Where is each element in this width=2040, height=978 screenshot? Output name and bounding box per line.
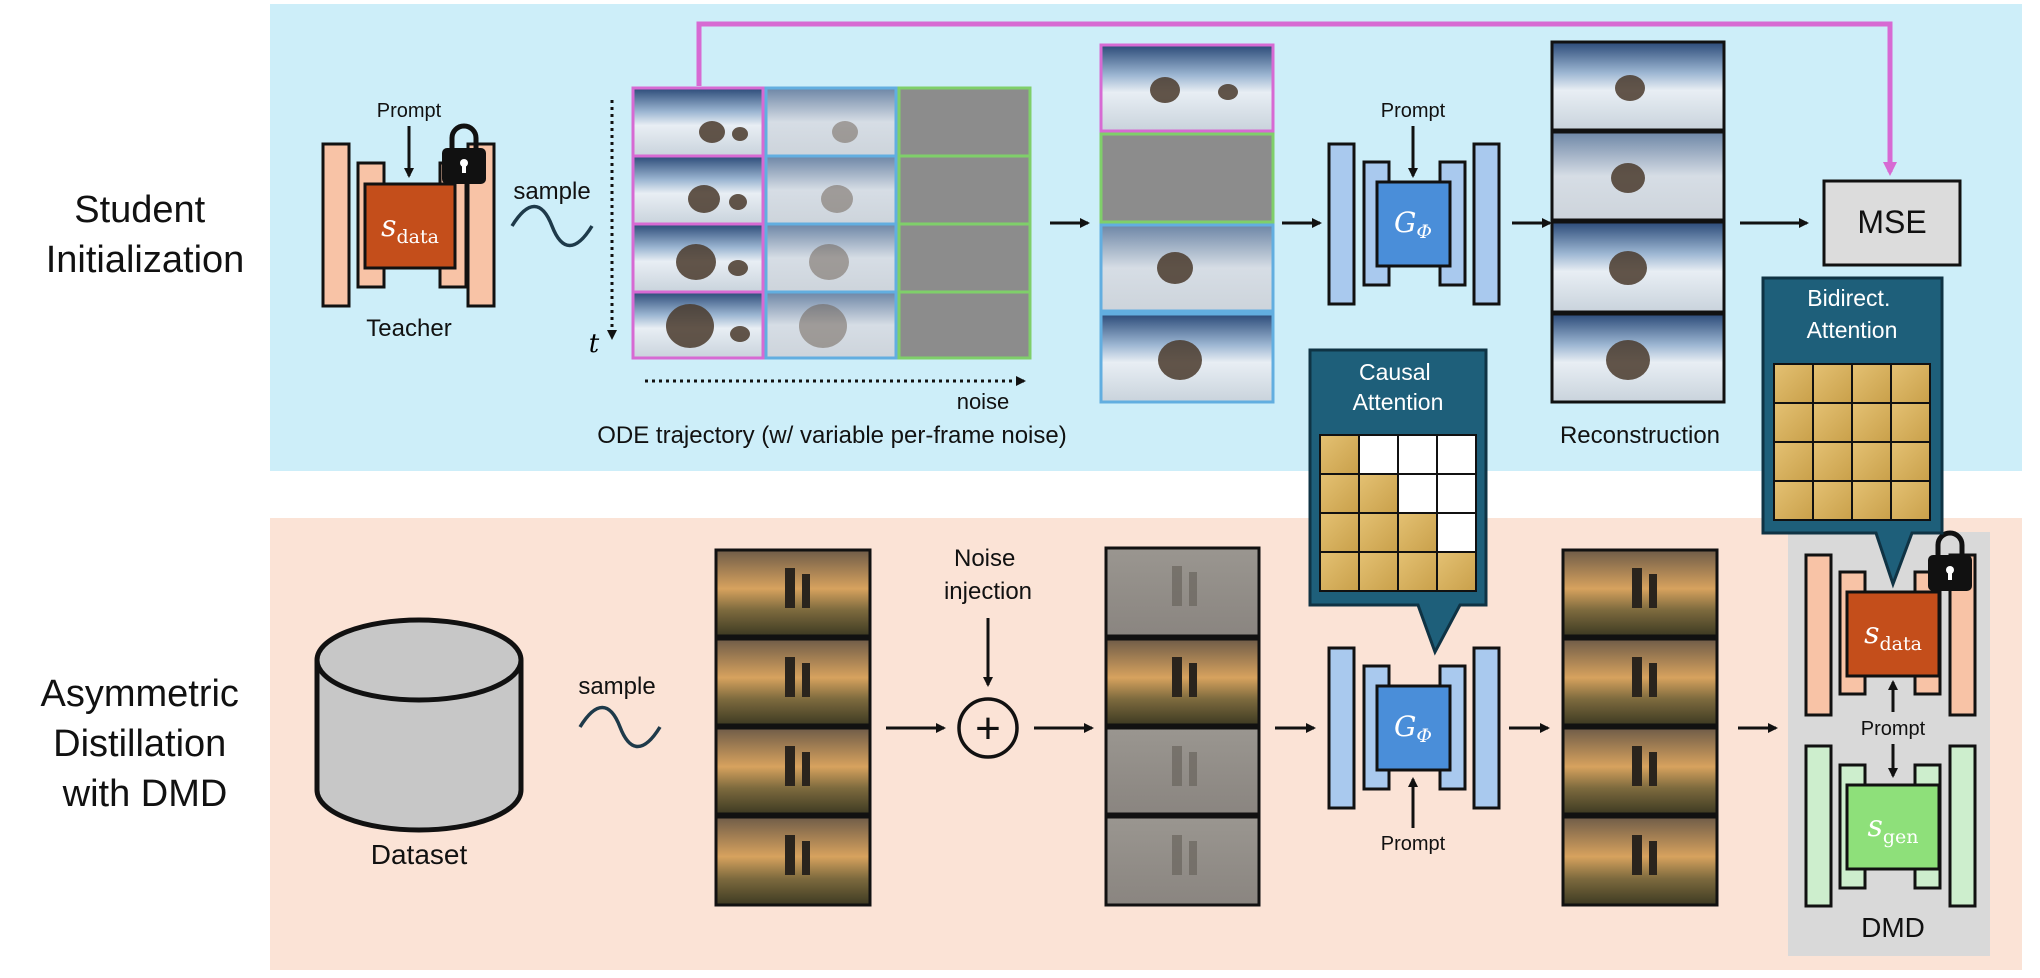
dataset-label: Dataset <box>371 839 468 870</box>
ode-trajectory-grid <box>631 86 1032 360</box>
mse-box <box>1822 179 1962 267</box>
svg-text:Causal Attention: Causal Attention <box>1353 359 1444 415</box>
generator-prompt-label: Prompt <box>1381 100 1446 122</box>
bidirect-attention-callout: Bidirect. Attention <box>1761 276 1944 589</box>
teacher-prompt-label: Prompt <box>377 100 442 122</box>
svg-text:GΦ: GΦ <box>1394 710 1432 747</box>
reconstruction-frames <box>1550 40 1726 404</box>
teacher-label: Teacher <box>366 315 451 342</box>
sine-wave-icon <box>578 705 662 749</box>
teacher-score-box <box>363 182 457 270</box>
student-input-frames <box>1099 43 1275 404</box>
mse-label: MSE <box>1857 204 1926 240</box>
teacher-network: sdata <box>321 142 496 308</box>
cylinder-icon <box>314 617 524 833</box>
time-axis-label: t <box>589 329 600 359</box>
noise-injection-label: Noise injection <box>944 545 1032 605</box>
dmd-score-gen-network: sgen <box>1804 744 1977 908</box>
causal-attention-callout: Causal Attention <box>1308 348 1488 656</box>
generator-bottom-prompt-label: Prompt <box>1381 833 1446 855</box>
section-title-student: Student Initialization <box>46 189 245 281</box>
distill-sample-label: sample <box>578 673 655 700</box>
skip-connection-arrow <box>696 21 1897 176</box>
sine-wave-icon <box>510 204 594 248</box>
dataset-frames <box>714 548 872 907</box>
svg-text:Bidirect. Attention: Bidirect. Attention <box>1807 285 1898 343</box>
plus-circle-icon: + <box>957 697 1019 759</box>
student-generator-top: GΦ <box>1327 142 1501 306</box>
section-title-distill: Asymmetric Distillation with DMD <box>40 673 249 815</box>
dmd-prompt-label: Prompt <box>1861 718 1926 740</box>
ode-caption: ODE trajectory (w/ variable per-frame no… <box>597 422 1066 449</box>
dmd-label: DMD <box>1861 912 1925 943</box>
lock-icon <box>442 123 486 184</box>
noise-axis-label: noise <box>957 389 1010 414</box>
lock-icon <box>1928 530 1972 591</box>
svg-text:sdata: sdata <box>381 209 439 248</box>
svg-text:sgen: sgen <box>1867 809 1918 848</box>
dmd-score-data-network: sdata <box>1804 553 1977 717</box>
reconstruction-caption: Reconstruction <box>1560 422 1720 449</box>
svg-text:GΦ: GΦ <box>1394 206 1432 243</box>
svg-text:sdata: sdata <box>1864 616 1922 655</box>
svg-text:+: + <box>975 704 1001 753</box>
student-sample-label: sample <box>513 178 590 205</box>
student-generator-bottom: GΦ <box>1327 646 1501 810</box>
noisy-frames <box>1104 546 1261 907</box>
generated-frames <box>1561 548 1719 907</box>
